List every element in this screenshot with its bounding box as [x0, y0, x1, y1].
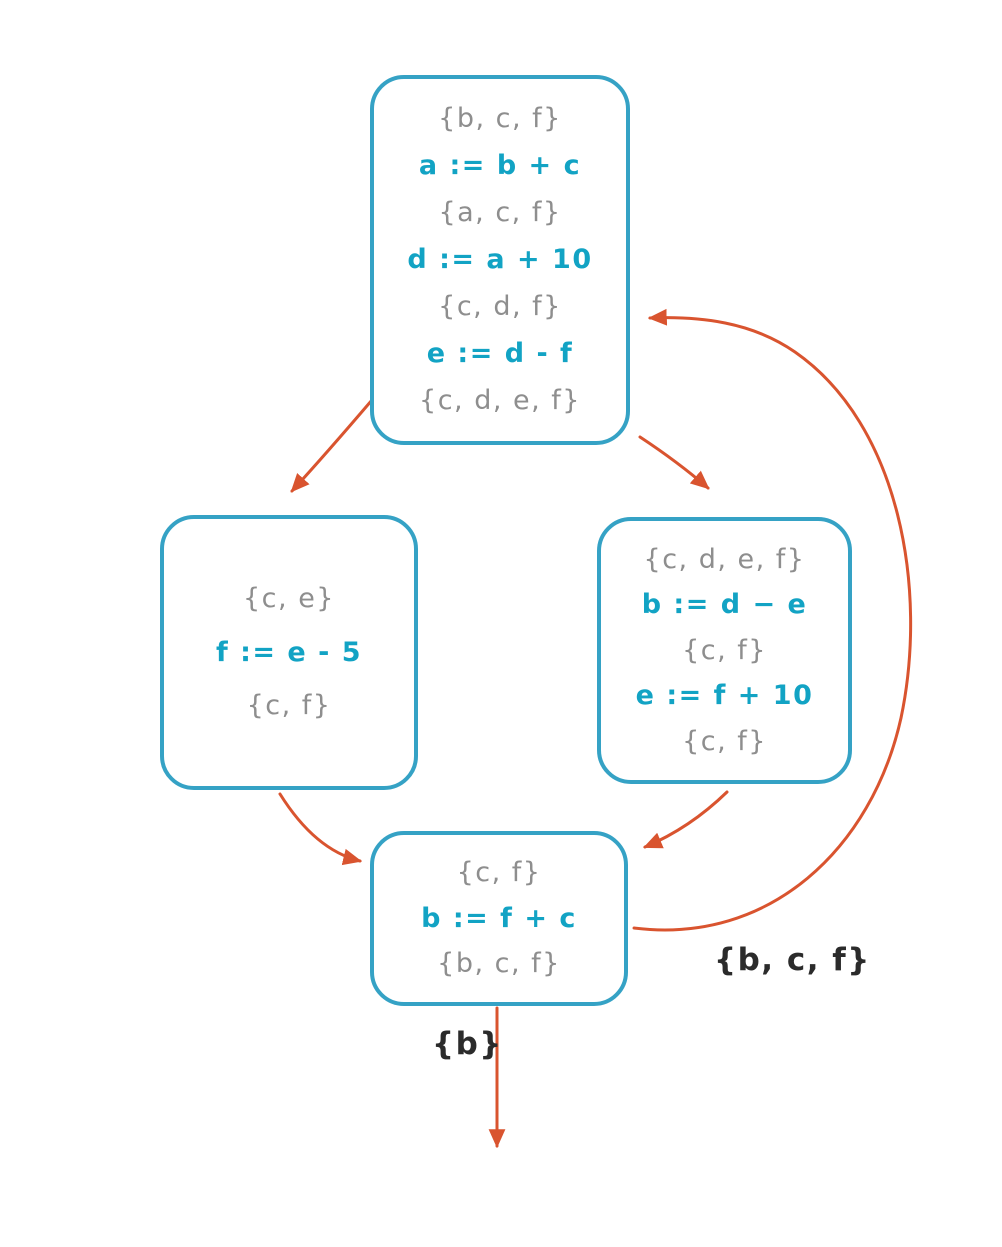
- live-set: {c, d, e, f}: [643, 543, 806, 575]
- block-left: {c, e} f := e - 5 {c, f}: [160, 515, 418, 790]
- block-entry: {b, c, f} a := b + c {a, c, f} d := a + …: [370, 75, 630, 445]
- live-set: {b, c, f}: [437, 947, 561, 979]
- exit-edge-label: {b}: [432, 1026, 503, 1062]
- back-edge-label: {b, c, f}: [714, 942, 871, 978]
- edge-entry-to-right: [638, 435, 710, 490]
- live-set: {c, f}: [456, 857, 542, 889]
- live-set: {b, c, f}: [438, 103, 562, 135]
- statement: b := f + c: [421, 902, 577, 934]
- live-set: {c, f}: [246, 690, 332, 722]
- block-join: {c, f} b := f + c {b, c, f}: [370, 831, 628, 1006]
- live-set: {a, c, f}: [438, 197, 562, 229]
- statement: e := d - f: [426, 338, 574, 370]
- live-set: {c, d, e, f}: [419, 384, 581, 416]
- statement: d := a + 10: [407, 244, 593, 276]
- block-right: {c, d, e, f} b := d − e {c, f} e := f + …: [597, 517, 852, 784]
- live-set: {c, f}: [682, 725, 767, 757]
- live-set: {c, d, f}: [438, 291, 562, 323]
- edge-left-to-join: [278, 792, 363, 866]
- statement: b := d − e: [641, 589, 808, 621]
- live-set: {c, f}: [682, 634, 767, 666]
- statement: e := f + 10: [635, 680, 814, 712]
- statement: f := e - 5: [215, 636, 363, 668]
- edge-right-to-join: [643, 790, 729, 849]
- statement: a := b + c: [418, 150, 582, 182]
- live-set: {c, e}: [243, 582, 335, 614]
- edge-entry-to-left: [290, 398, 374, 493]
